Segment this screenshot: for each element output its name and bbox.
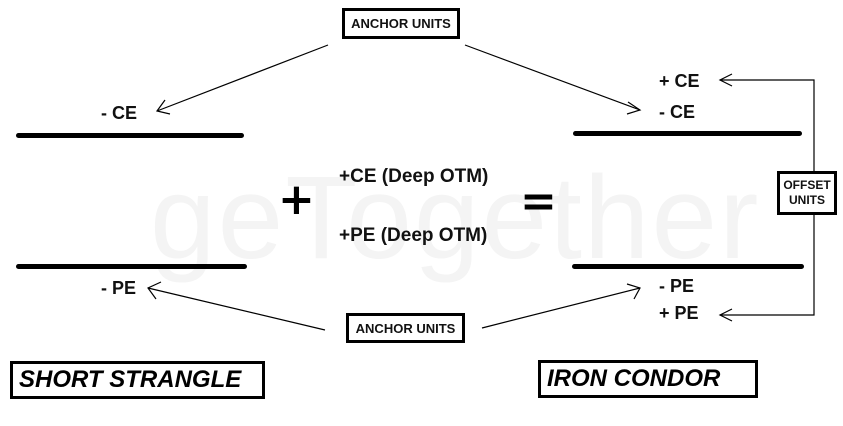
equals-operator: = bbox=[520, 176, 557, 227]
iron-condor-short-put-leg: - PE bbox=[659, 276, 695, 296]
short-strangle-title: SHORT STRANGLE bbox=[10, 361, 265, 399]
offset-units-label: OFFSET UNITS bbox=[777, 171, 837, 215]
arrow-anchor-to-short-pe bbox=[147, 287, 326, 331]
short-strangle-call-leg: - CE bbox=[101, 103, 137, 123]
anchor-units-label-top: ANCHOR UNITS bbox=[342, 8, 460, 39]
iron-condor-put-strike-line bbox=[572, 264, 804, 269]
added-put-leg: +PE (Deep OTM) bbox=[339, 225, 488, 246]
iron-condor-long-put-leg: + PE bbox=[659, 303, 699, 323]
arrow-anchor-to-condor-ce bbox=[464, 44, 641, 111]
plus-operator: + bbox=[278, 174, 315, 225]
short-strangle-call-strike-line bbox=[16, 133, 244, 138]
anchor-units-label-bottom: ANCHOR UNITS bbox=[346, 313, 465, 343]
added-call-leg: +CE (Deep OTM) bbox=[339, 166, 489, 187]
offset-units-line-1: OFFSET bbox=[783, 178, 831, 192]
iron-condor-call-strike-line bbox=[573, 131, 802, 136]
offset-units-line-2: UNITS bbox=[789, 193, 825, 207]
iron-condor-short-call-leg: - CE bbox=[659, 102, 695, 122]
arrow-anchor-to-condor-pe bbox=[481, 287, 641, 329]
short-strangle-put-strike-line bbox=[16, 264, 247, 269]
arrow-anchor-to-short-ce bbox=[156, 44, 329, 112]
short-strangle-put-leg: - PE bbox=[101, 278, 137, 298]
iron-condor-title: IRON CONDOR bbox=[538, 360, 758, 398]
iron-condor-long-call-leg: + CE bbox=[659, 71, 700, 91]
